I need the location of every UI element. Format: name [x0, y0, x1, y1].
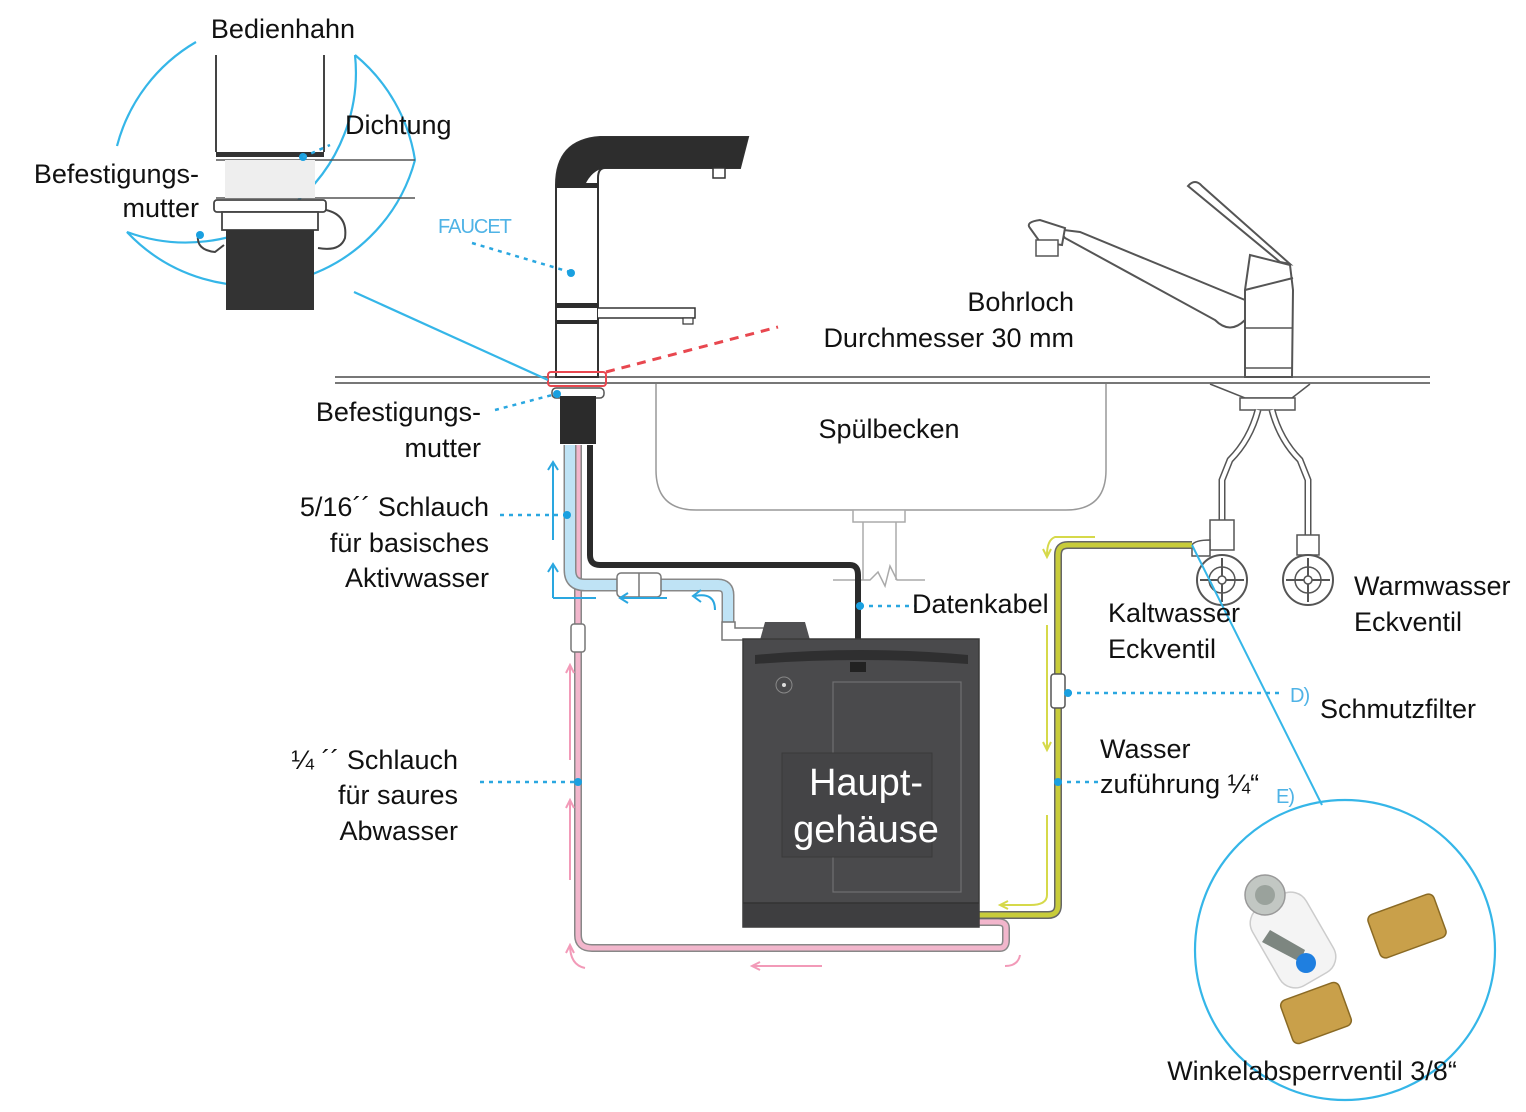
main-housing	[742, 622, 980, 928]
label-befestigungsmutter-top-line2: mutter	[122, 193, 199, 223]
label-befestigungsmutter-mid-line1: Befestigungs-	[316, 397, 481, 427]
label-wasser-line1: Wasser	[1100, 734, 1191, 764]
label-bohrloch-line1: Bohrloch	[967, 287, 1074, 317]
label-befestigungsmutter-mid-line2: mutter	[404, 433, 481, 463]
label-schlauch-basisch-line3: Aktivwasser	[345, 563, 489, 593]
label-schlauch-sauer-line3: Abwasser	[339, 816, 458, 846]
label-bohrloch-line2: Durchmesser 30 mm	[823, 323, 1074, 353]
label-spuelbecken: Spülbecken	[818, 414, 959, 444]
main-housing-label-line2: gehäuse	[793, 809, 939, 851]
ionizer-faucet	[551, 136, 750, 444]
label-winkelabsperrventil: Winkelabsperrventil 3/8“	[1167, 1056, 1457, 1086]
alkaline-water-hose	[563, 445, 771, 641]
label-befestigungsmutter-top-line1: Befestigungs-	[34, 159, 199, 189]
acid-waste-hose	[570, 445, 1010, 952]
label-schlauch-basisch-line1: 5/16´´ Schlauch	[300, 492, 489, 522]
label-schmutzfilter-marker: D)	[1290, 685, 1309, 707]
sink-basin	[655, 384, 1107, 589]
label-kaltwasser-line1: Kaltwasser	[1108, 598, 1240, 628]
label-dichtung: Dichtung	[345, 110, 452, 140]
dirt-filter	[1050, 673, 1066, 709]
label-schlauch-basisch-line2: für basisches	[330, 528, 489, 558]
label-kaltwasser-line2: Eckventil	[1108, 634, 1216, 664]
label-faucet: FAUCET	[438, 216, 512, 238]
label-wasser-line2: zuführung ¼“	[1100, 769, 1259, 799]
label-warmwasser-line2: Eckventil	[1354, 607, 1462, 637]
data-cable	[587, 445, 861, 665]
label-schmutzfilter: Schmutzfilter	[1320, 694, 1476, 724]
warm-water-angle-valve	[1282, 534, 1334, 606]
label-wasser-marker: E)	[1276, 786, 1294, 808]
leader-lines	[471, 241, 1280, 786]
main-housing-label-line1: Haupt-	[809, 762, 923, 804]
label-warmwasser-line1: Warmwasser	[1354, 571, 1511, 601]
label-bedienhahn: Bedienhahn	[211, 14, 355, 44]
angle-valve-detail-callout	[1191, 544, 1497, 1102]
label-schlauch-sauer-line2: für saures	[338, 780, 458, 810]
mixer-tap	[1027, 181, 1312, 540]
label-datenkabel: Datenkabel	[912, 589, 1049, 619]
faucet-mount-detail-callout	[115, 41, 549, 382]
flow-arrows	[547, 460, 1095, 971]
label-schlauch-sauer-line1: ¼ ´´ Schlauch	[291, 745, 458, 775]
